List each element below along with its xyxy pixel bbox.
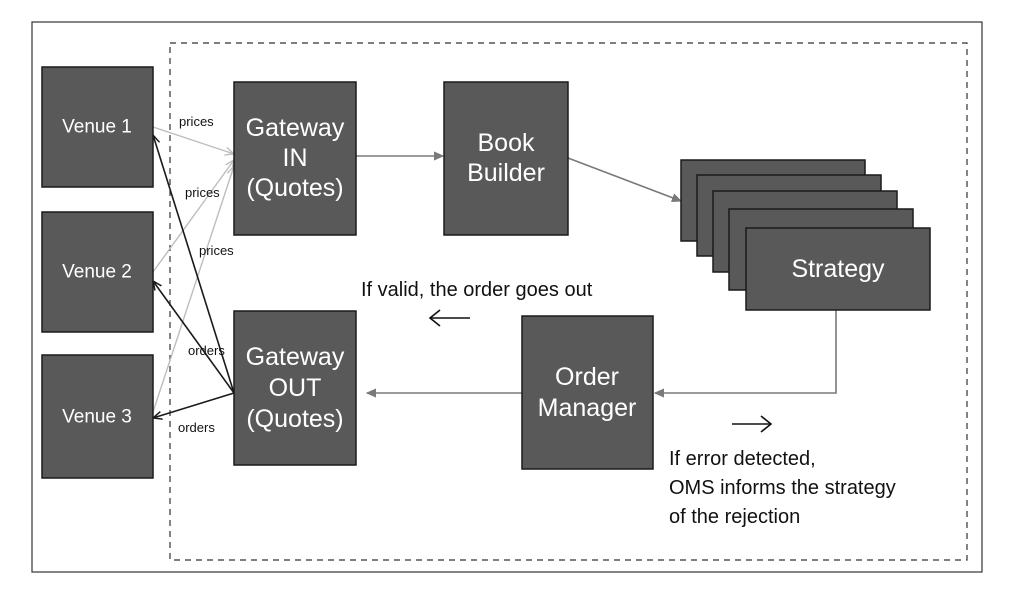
note-error-line-3: of the rejection <box>669 506 800 528</box>
system-boundary <box>169 42 968 561</box>
edge-orders-venue3 <box>153 392 235 418</box>
edge-label-orders-1: orders <box>188 343 225 358</box>
order-manager-box <box>521 315 654 470</box>
gateway-in-line-2: IN <box>283 144 308 172</box>
book-builder-box <box>443 81 569 236</box>
book-builder-line-1: Book <box>478 129 535 157</box>
edge-label-prices-3: prices <box>199 243 234 258</box>
book-builder-line-2: Builder <box>467 159 545 187</box>
gateway-out-box <box>233 310 357 466</box>
gateway-in-line-3: (Quotes) <box>246 174 343 202</box>
gateway-in-box <box>233 81 357 236</box>
edge-venue2-prices <box>152 160 234 273</box>
edge-venue3-prices <box>152 166 234 413</box>
left-arrow-icon <box>428 309 470 327</box>
note-valid: If valid, the order goes out <box>361 279 593 301</box>
gateway-out-line-3: (Quotes) <box>246 405 343 433</box>
edge-orders-venue2 <box>153 281 235 394</box>
venue-2-box <box>41 211 154 333</box>
venue-1-box <box>41 66 154 188</box>
order-manager-line-2: Manager <box>538 394 637 422</box>
note-error-line-1: If error detected, <box>669 448 816 470</box>
edge-strategy-ordermanager <box>655 310 837 393</box>
edge-orders-venue1 <box>153 135 235 394</box>
venue-1-label: Venue 1 <box>62 117 132 138</box>
gateway-out-line-2: OUT <box>269 374 322 402</box>
edge-label-prices-2: prices <box>185 185 220 200</box>
venue-2-label: Venue 2 <box>62 262 132 283</box>
right-arrow-icon <box>732 415 773 433</box>
note-error-line-2: OMS informs the strategy <box>669 477 896 499</box>
order-manager-line-1: Order <box>555 363 619 391</box>
outer-frame <box>31 21 983 573</box>
venue-3-label: Venue 3 <box>62 407 132 428</box>
strategy-label: Strategy <box>791 255 885 283</box>
venue-3-box <box>41 354 154 479</box>
edge-venue1-prices <box>152 126 234 154</box>
edge-label-prices-1: prices <box>179 114 214 129</box>
strategy-box <box>745 227 931 311</box>
gateway-out-line-1: Gateway <box>246 343 345 371</box>
edge-label-orders-2: orders <box>178 420 215 435</box>
edge-bookbuilder-strategy <box>567 157 681 201</box>
gateway-in-line-1: Gateway <box>246 114 345 142</box>
